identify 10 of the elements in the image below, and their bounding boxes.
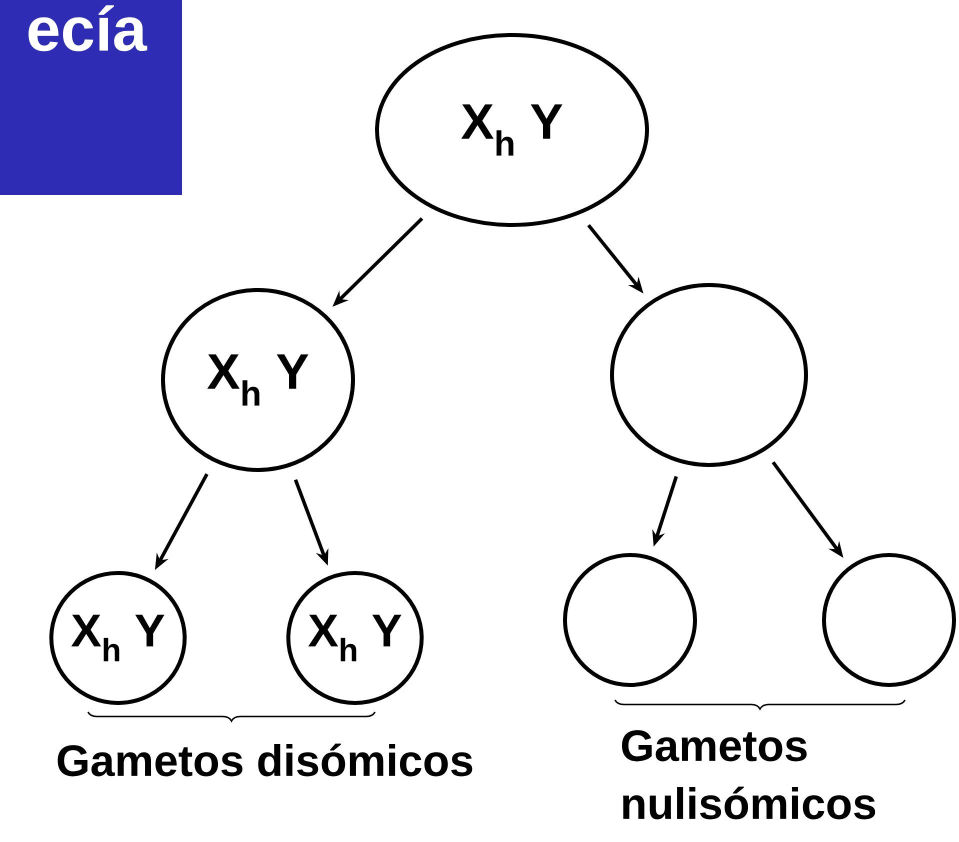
ellipse-node: X$_{h}$ Y: [375, 32, 649, 227]
ellipse-node: X$_{h}$ Y: [161, 288, 355, 472]
circle-node: [563, 552, 697, 687]
group-label: Gametos disómicos: [58, 744, 472, 776]
circle-node: X$_{h}$ Y: [49, 570, 187, 705]
circle-node: X$_{h}$ Y: [286, 570, 424, 705]
group-label: Gametos nulisómicos: [622, 730, 876, 820]
title-banner: ecía: [0, 0, 182, 195]
circle-node: [822, 552, 956, 687]
ellipse-node: [610, 282, 808, 467]
